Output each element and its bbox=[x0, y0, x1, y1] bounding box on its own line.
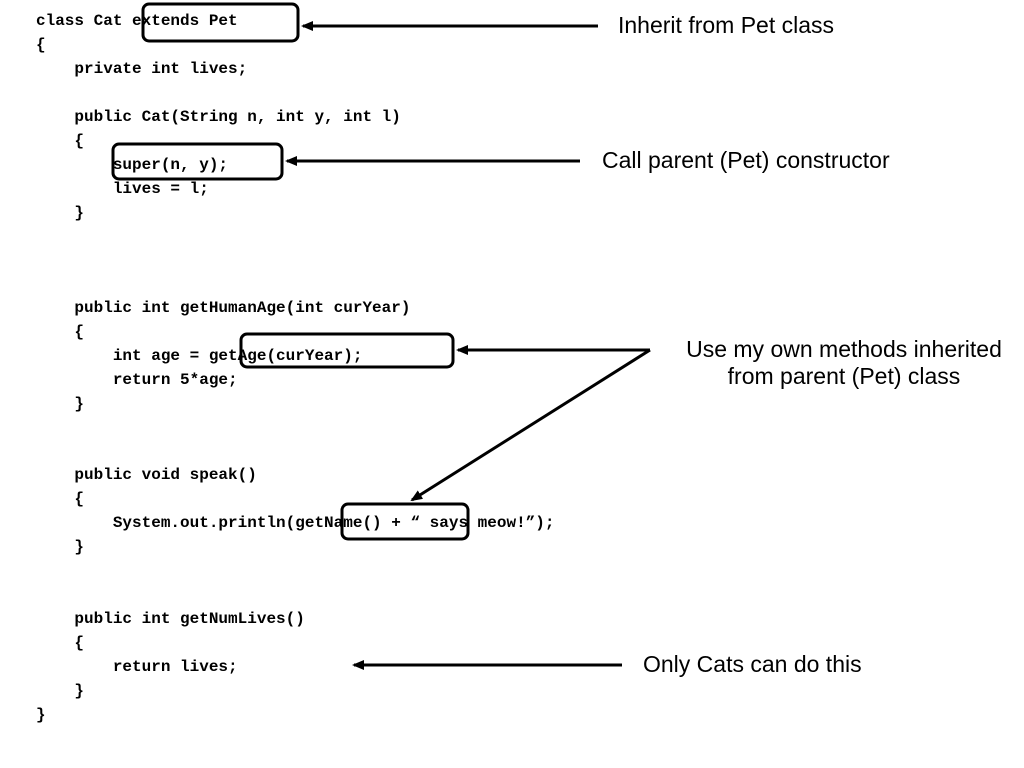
code-line: System.out.println(getName() + “ says me… bbox=[36, 514, 555, 532]
code-line: { bbox=[36, 323, 85, 341]
annotation-own-methods-line2: from parent (Pet) class bbox=[727, 363, 961, 389]
arrow-own-methods-getname bbox=[410, 348, 651, 502]
annotation-own-methods: Use my own methods inherited from parent… bbox=[664, 336, 1024, 390]
code-line: public int getHumanAge(int curYear) bbox=[36, 299, 411, 317]
code-line: private int lives; bbox=[36, 60, 248, 78]
code-line: public Cat(String n, int y, int l) bbox=[36, 108, 401, 126]
code-line: { bbox=[36, 132, 85, 150]
code-line: } bbox=[36, 706, 46, 724]
code-line: public void speak() bbox=[36, 466, 257, 484]
code-line: } bbox=[36, 395, 85, 413]
annotation-call-parent: Call parent (Pet) constructor bbox=[602, 147, 890, 173]
annotation-only-cats: Only Cats can do this bbox=[643, 651, 862, 677]
code-line: lives = l; bbox=[36, 180, 209, 198]
annotation-own-methods-line1: Use my own methods inherited bbox=[686, 336, 1002, 362]
code-line: return 5*age; bbox=[36, 371, 238, 389]
code-line: } bbox=[36, 682, 85, 700]
code-line: } bbox=[36, 204, 85, 222]
code-line: super(n, y); bbox=[36, 156, 229, 174]
code-line: int age = getAge(curYear); bbox=[36, 347, 363, 365]
code-line: return lives; bbox=[36, 658, 238, 676]
code-line: { bbox=[36, 490, 85, 508]
code-line: } bbox=[36, 538, 85, 556]
code-line: { bbox=[36, 634, 85, 652]
annotation-inherit: Inherit from Pet class bbox=[618, 12, 835, 38]
code-line: class Cat extends Pet bbox=[36, 12, 238, 30]
code-line: public int getNumLives() bbox=[36, 610, 305, 628]
code-line: { bbox=[36, 36, 46, 54]
